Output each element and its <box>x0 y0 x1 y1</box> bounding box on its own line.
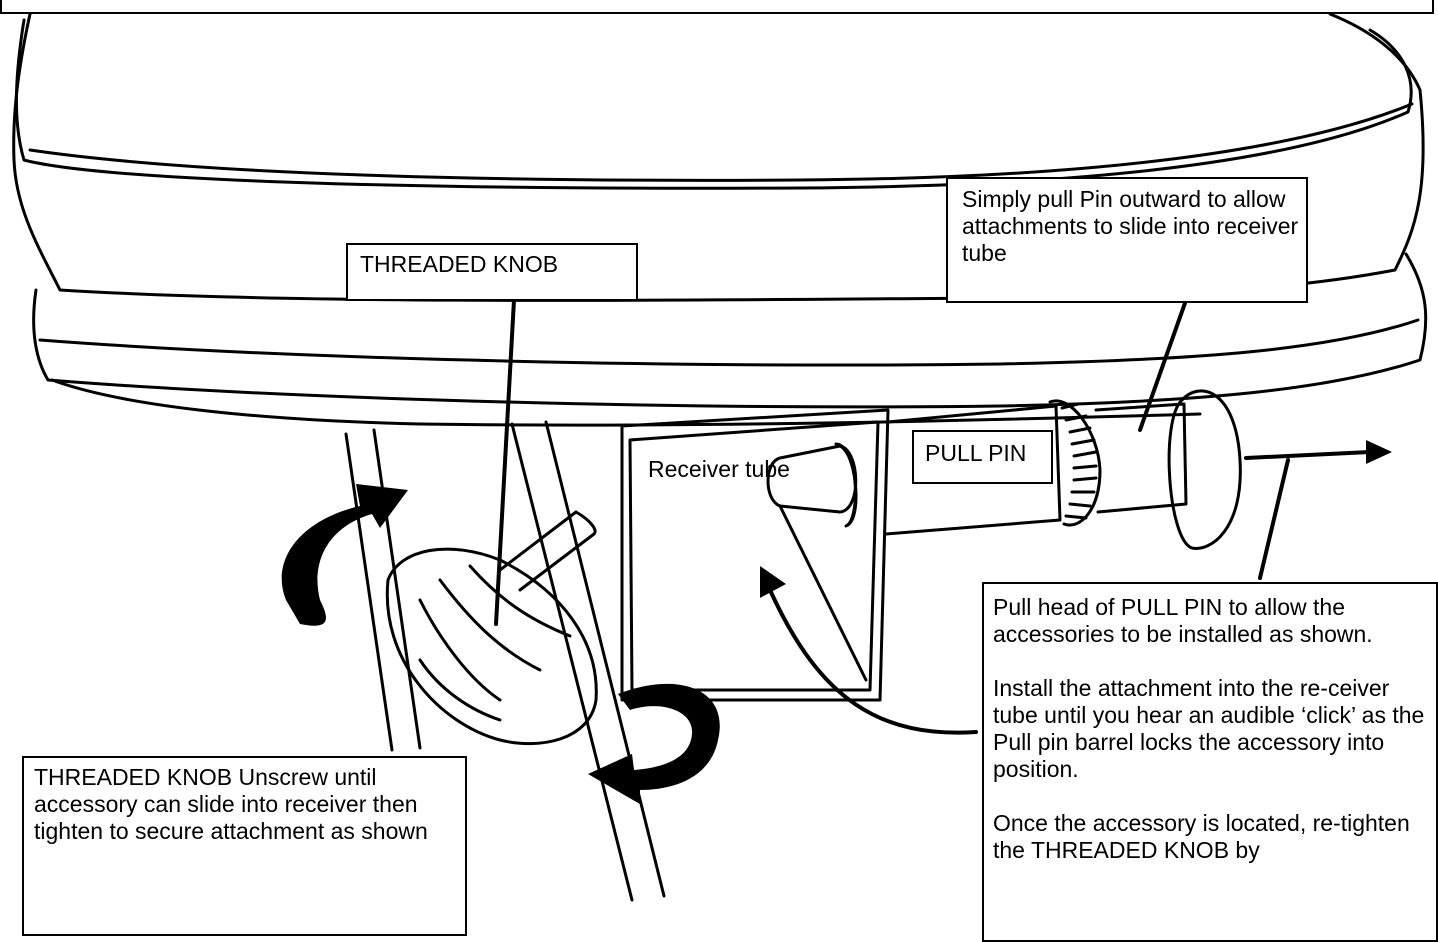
receiver-tube-end <box>834 442 858 528</box>
once-located-text: Once the accessory is located, re-tighte… <box>993 810 1410 863</box>
install-text: Install the attachment into the re-ceive… <box>993 675 1425 782</box>
threaded-knob-label-text: THREADED KNOB <box>360 251 559 277</box>
seat-frame-bottom <box>50 378 1202 427</box>
receiver-bracket-inner <box>628 420 880 692</box>
seat-cushion-outline <box>12 12 1425 302</box>
receiver-diagonal <box>778 504 868 682</box>
seat-cushion-seam <box>28 102 1414 182</box>
threaded-knob-instruction-text: THREADED KNOB Unscrew until accessory ca… <box>34 764 428 844</box>
pull-pin-shaft <box>1094 402 1188 514</box>
seat-frame-band <box>32 252 1428 409</box>
pointer-pull-arrow <box>1244 450 1372 460</box>
simply-pull-label: Simply pull Pin outward to allow attachm… <box>946 177 1308 303</box>
rotation-arrow-left <box>281 484 408 626</box>
install-arrowhead <box>760 566 786 598</box>
receiver-bracket <box>620 408 890 702</box>
seat-cushion-inner-edge <box>14 18 1413 190</box>
pull-pin-barrel <box>884 404 1062 536</box>
pull-head-text: Pull head of PULL PIN to allow the acces… <box>993 594 1373 647</box>
threaded-knob-grips <box>418 564 572 722</box>
pull-pin-knurl-lines <box>1060 402 1098 520</box>
receiver-tube-label-text: Receiver tube <box>648 456 790 482</box>
threaded-knob-body <box>385 547 598 746</box>
pull-pin-label-text: PULL PIN <box>925 440 1027 466</box>
receiver-tube-shape <box>766 444 858 514</box>
top-border-frame <box>0 0 1434 14</box>
simply-pull-label-text: Simply pull Pin outward to allow attachm… <box>962 186 1299 266</box>
threaded-knob-stem <box>498 510 597 592</box>
threaded-knob-label: THREADED KNOB <box>346 243 638 301</box>
threaded-knob-instruction: THREADED KNOB Unscrew until accessory ca… <box>22 756 467 936</box>
seat-assembly-drawing <box>12 12 1428 902</box>
pointer-threaded-knob <box>494 298 516 626</box>
pull-pin-head <box>1167 389 1242 550</box>
rotation-arrow-right <box>588 683 720 804</box>
pull-arrowhead <box>1366 440 1392 464</box>
middle-support-post <box>510 420 666 902</box>
install-instructions: Pull head of PULL PIN to allow the acces… <box>982 582 1438 942</box>
left-support-post <box>344 428 422 752</box>
pointer-install-curve <box>768 588 978 735</box>
seat-frame-band-inner <box>38 318 1420 367</box>
pointer-pull-head <box>1258 458 1290 580</box>
receiver-tube-label: Receiver tube <box>648 456 798 483</box>
pull-pin-label: PULL PIN <box>912 430 1053 484</box>
